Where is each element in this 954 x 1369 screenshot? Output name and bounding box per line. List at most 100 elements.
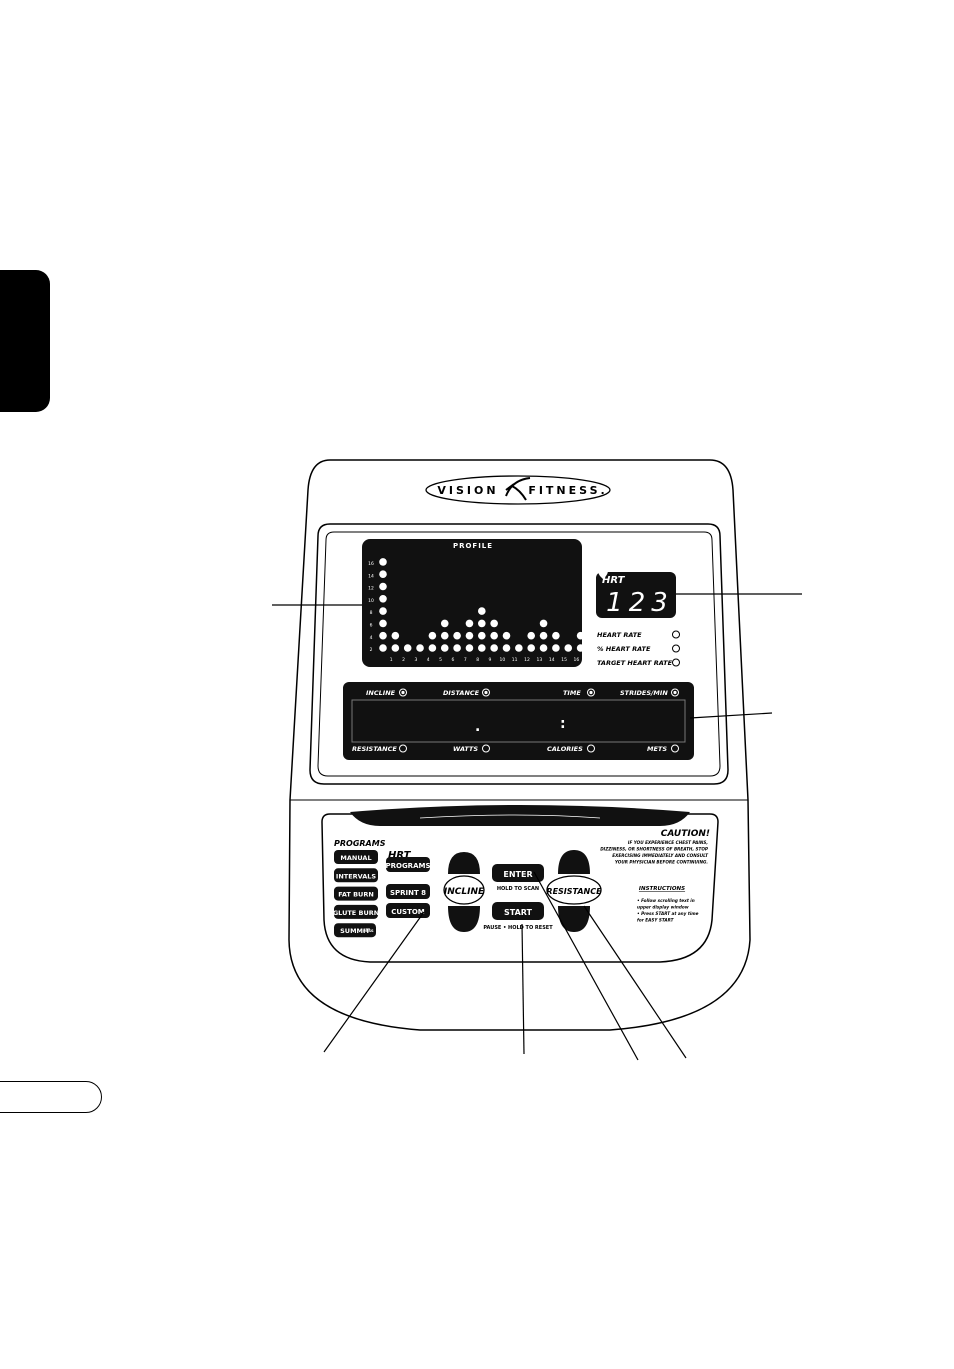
main-display-inner [351,699,686,743]
upper-panel [309,523,729,785]
profile-led [391,644,400,652]
profile-x-label: 1 [390,657,393,663]
profile-y-label: 10 [368,598,374,604]
profile-led [502,631,511,640]
enter-subtext: HOLD TO SCAN [497,886,539,892]
indicator-led-lit [401,690,405,695]
display-top-label: TIME [563,689,581,697]
instruction-line: • Follow scrolling text in [637,898,695,903]
hrt-programs-label: HRT [388,850,412,861]
profile-led [379,607,387,615]
resistance-down-arrow[interactable] [558,906,590,932]
incline-up-arrow[interactable] [448,852,480,874]
display-top-label: DISTANCE [443,689,480,697]
profile-x-label: 4 [427,657,430,663]
custom-button[interactable] [386,903,430,918]
indicator-led [399,744,407,753]
profile-led [416,644,424,652]
profile-x-label: 14 [549,657,555,663]
profile-led [478,607,486,615]
sprint-text: SPRINT 8 [390,889,426,897]
profile-led [465,631,474,640]
profile-led [478,644,486,652]
program-button[interactable] [334,904,378,919]
profile-led [379,570,387,578]
profile-y-label: 6 [370,623,373,629]
hrt-label: HRT [602,575,626,586]
profile-window [362,539,582,667]
program-button-label: SUMMIT [340,927,370,935]
indicator-led [672,630,680,639]
profile-y-label: 12 [368,586,374,592]
profile-led [564,644,573,652]
custom-text: CUSTOM [391,908,425,916]
indicator-led-lit [484,690,488,695]
profile-x-label: 2 [402,657,405,663]
enter-text: ENTER [503,870,532,879]
profile-x-label: 11 [512,657,518,663]
display-bottom-label: WATTS [453,745,478,753]
program-button[interactable] [334,923,376,938]
profile-led [515,644,523,652]
summit-suffix: PASS [363,928,374,933]
indicator-led [672,658,680,667]
profile-led [465,644,474,652]
lower-panel [321,813,719,963]
start-text: START [504,908,533,917]
program-button[interactable] [334,868,378,883]
profile-led [428,631,437,640]
profile-led [440,619,449,628]
program-button[interactable] [334,886,378,901]
resistance-up-arrow[interactable] [558,850,590,874]
profile-led [403,644,412,652]
profile-led [440,644,449,652]
profile-x-label: 5 [439,657,442,663]
profile-x-label: 13 [537,657,543,663]
enter-button[interactable] [492,864,544,882]
hrt-indicator-label: HEART RATE [597,631,642,639]
profile-led [490,619,498,628]
profile-led [576,631,585,640]
indicator-led [587,688,595,697]
profile-led [527,631,535,640]
profile-led [379,619,387,628]
display-top-label: INCLINE [366,689,396,697]
program-button-label: MANUAL [340,854,371,862]
incline-label: INCLINE [444,887,485,897]
profile-y-label: 16 [368,561,374,567]
display-top-label: STRIDES/MIN [620,689,668,697]
section-tab [0,270,50,412]
incline-down-arrow[interactable] [448,906,480,932]
profile-x-label: 12 [524,657,530,663]
profile-led [576,644,585,652]
brand-left: VISION [437,484,498,497]
profile-led [478,619,486,628]
display-bottom-label: CALORIES [547,745,583,753]
program-button[interactable] [334,850,378,864]
profile-led [527,644,535,652]
callout-lines [272,593,802,1061]
profile-led [490,644,498,652]
hrt-window [596,572,676,618]
profile-led [453,631,461,640]
profile-led [391,631,400,640]
profile-x-label: 8 [476,657,479,663]
profile-x-label: 6 [451,657,454,663]
profile-led [539,631,548,640]
indicator-led [671,744,679,753]
sprint-button[interactable] [386,884,430,899]
display-colon: : [560,716,566,732]
profile-led [552,631,560,640]
profile-title: PROFILE [453,542,493,550]
profile-led [379,631,387,640]
resistance-label: RESISTANCE [546,887,602,896]
profile-y-label: 14 [368,573,374,579]
incline-rocker[interactable]: INCLINE [443,852,485,932]
hrt-programs-button[interactable] [386,857,430,872]
start-button[interactable] [492,902,544,920]
resistance-rocker[interactable]: RESISTANCE [546,850,602,932]
display-dot: . [475,719,480,735]
hrt-indicator-label: TARGET HEART RATE [597,659,673,667]
profile-led [379,644,387,652]
indicator-led [482,688,490,697]
